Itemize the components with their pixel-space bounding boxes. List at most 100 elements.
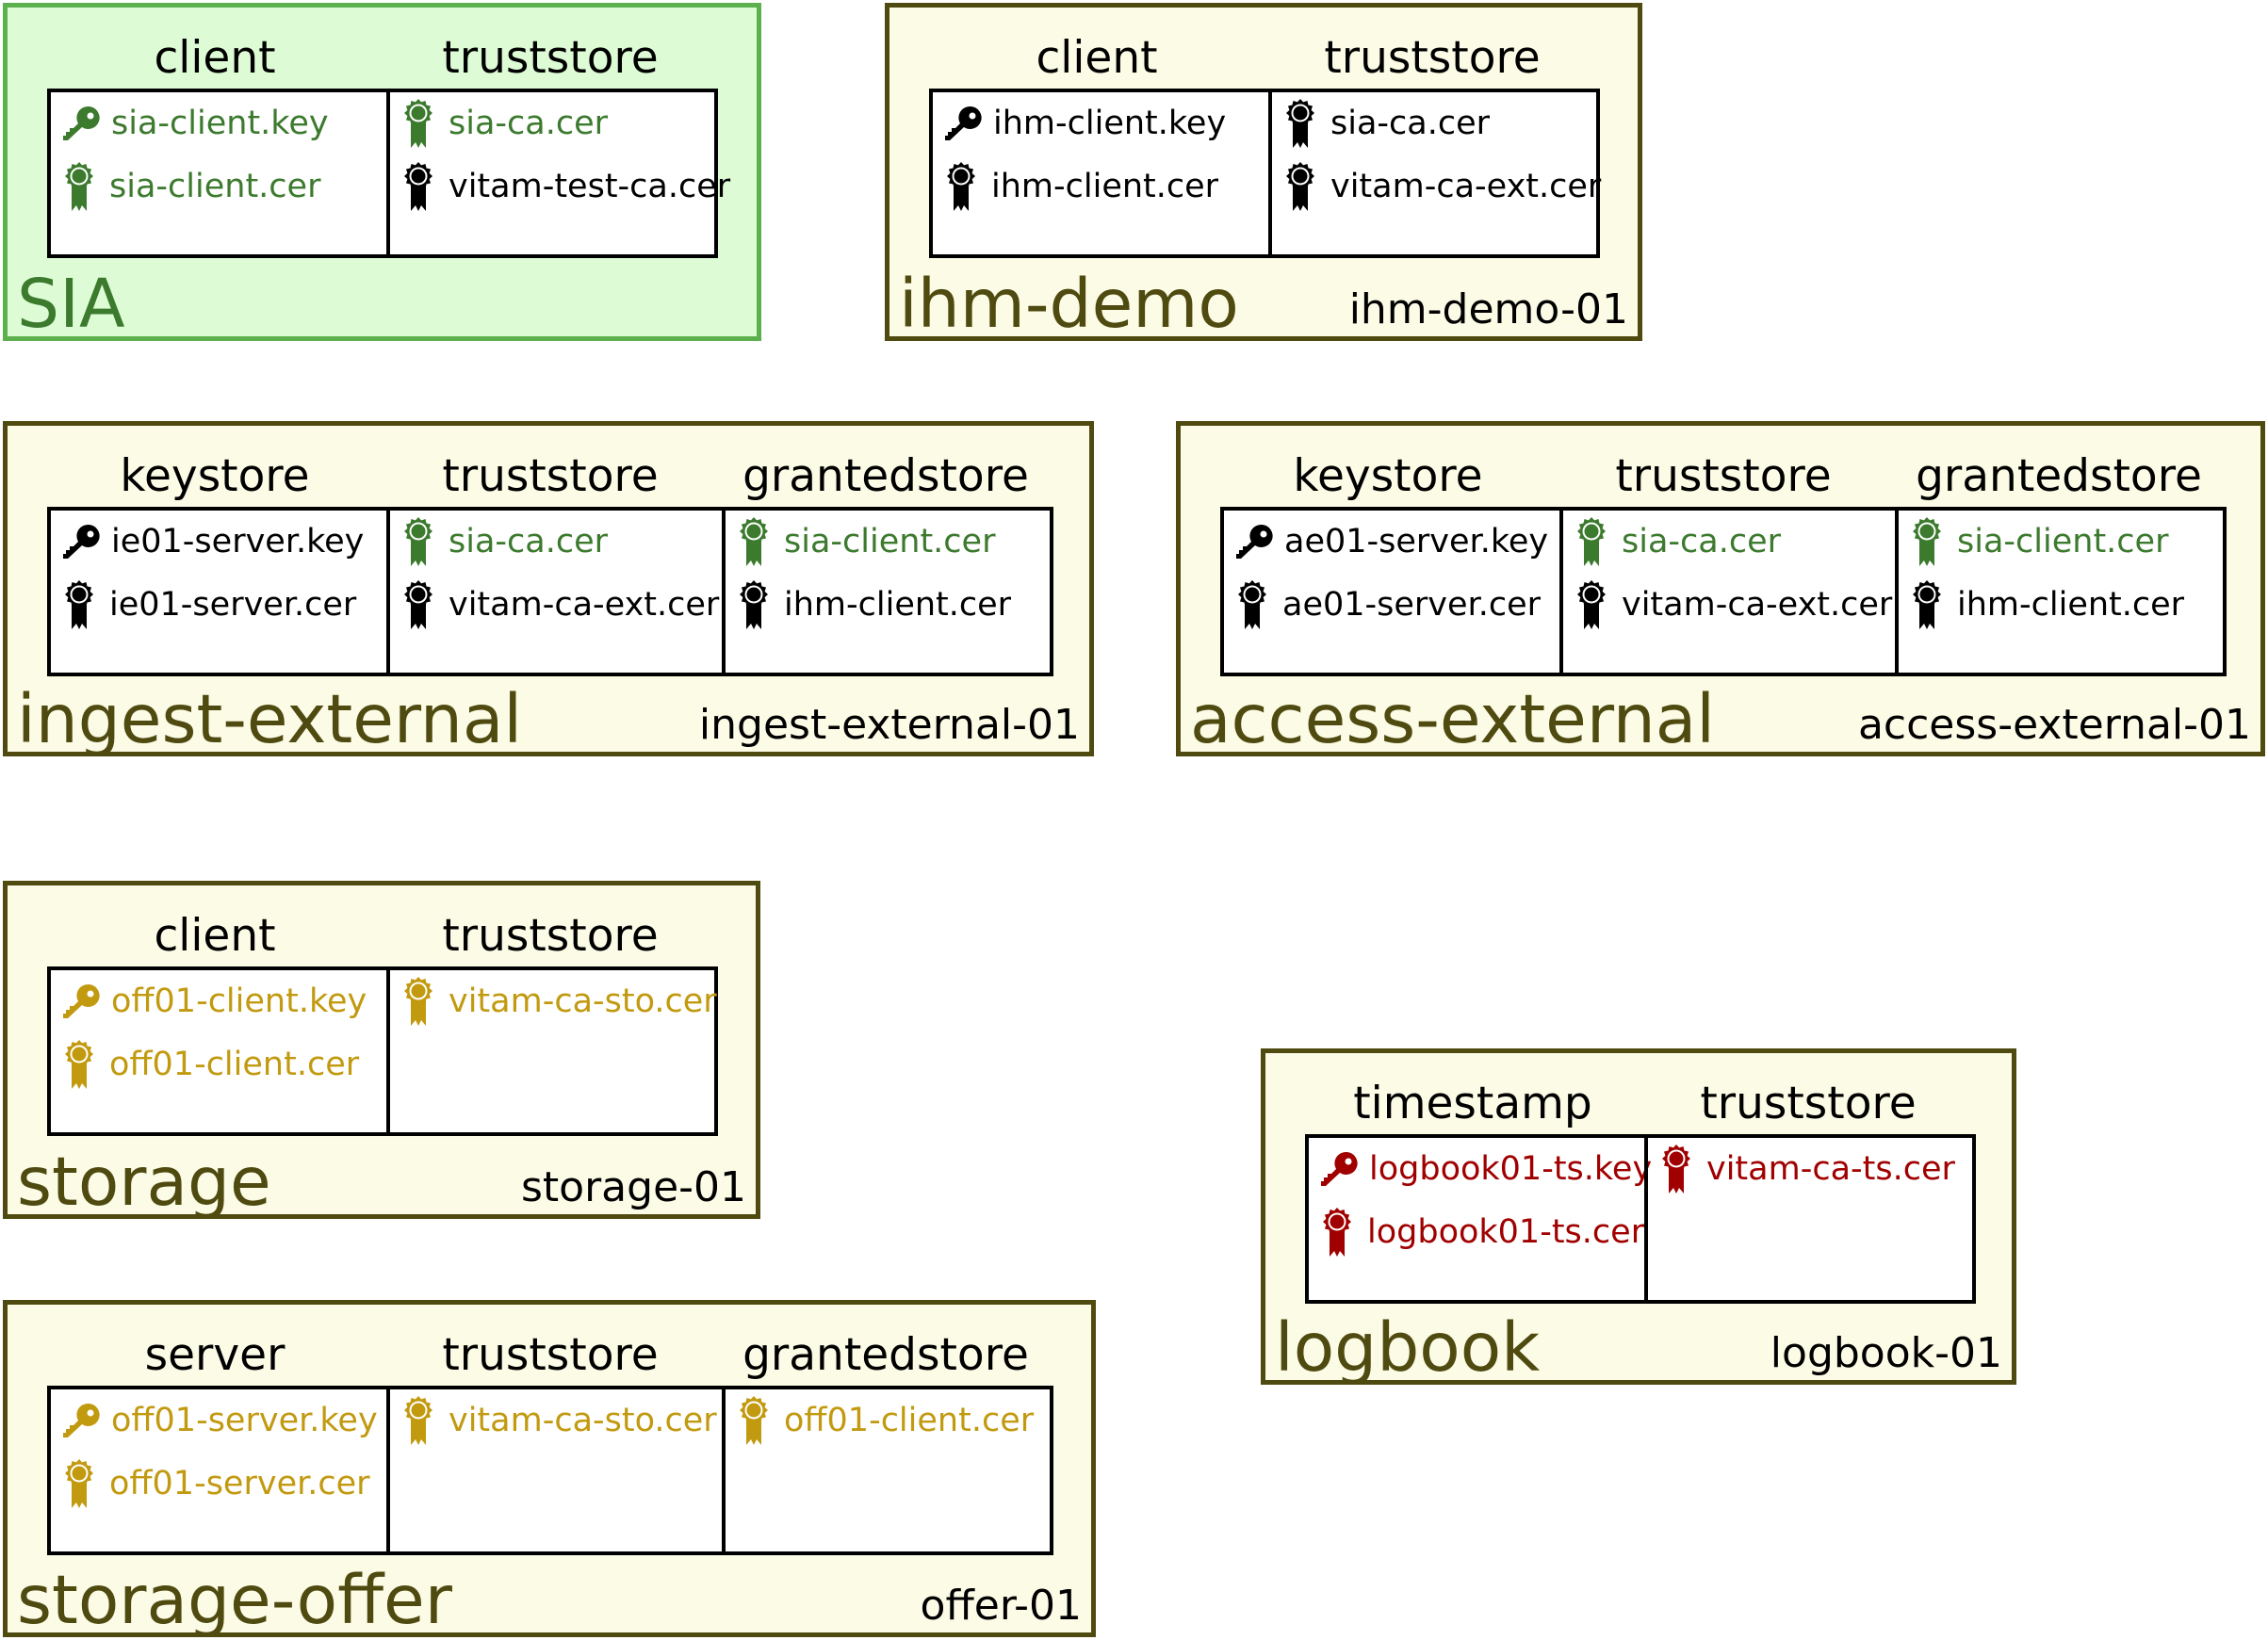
key-icon [60, 105, 111, 142]
certificate-icon [1573, 515, 1622, 568]
file-item: ihm-client.key [942, 95, 1226, 152]
certificate-icon [1233, 578, 1282, 631]
file-item: ihm-client.cer [942, 158, 1218, 215]
file-item: off01-client.key [60, 973, 367, 1030]
panel-name: ihm-demo [899, 265, 1239, 343]
certificate-icon [60, 160, 109, 213]
file-item: off01-server.key [60, 1392, 378, 1449]
certificate-icon [1657, 1143, 1706, 1195]
store-cell: ie01-server.key ie01-server.cer [51, 511, 386, 673]
column-title: truststore [442, 32, 659, 84]
certificate-icon [735, 515, 784, 568]
file-item: vitam-ca-ext.cer [400, 576, 719, 633]
certificate-icon [60, 1457, 109, 1510]
store-cell: off01-server.key off01-server.cer [51, 1389, 386, 1551]
file-item: off01-server.cer [60, 1455, 370, 1512]
column-title: client [154, 910, 276, 962]
column-title: client [1036, 32, 1158, 84]
key-icon [1233, 523, 1284, 560]
certificate-icon [735, 578, 784, 631]
file-name: ie01-server.key [111, 523, 365, 560]
panel-name: storage-offer [17, 1561, 452, 1639]
certificate-icon [400, 515, 449, 568]
file-name: sia-client.key [111, 105, 329, 142]
file-item: off01-client.cer [60, 1036, 359, 1093]
file-name: off01-server.key [111, 1402, 378, 1439]
file-item: sia-client.cer [1908, 513, 2168, 570]
file-name: ihm-client.key [993, 105, 1227, 142]
panel-name: SIA [17, 265, 125, 343]
file-item: sia-client.cer [60, 158, 320, 215]
key-icon [60, 982, 111, 1020]
key-icon [942, 105, 993, 142]
column-title: timestamp [1353, 1078, 1592, 1129]
file-name: sia-client.cer [109, 168, 321, 205]
host-name: storage-01 [520, 1163, 746, 1211]
file-item: vitam-test-ca.cer [400, 158, 730, 215]
file-name: ihm-client.cer [1957, 586, 2185, 624]
file-name: sia-ca.cer [1330, 105, 1491, 142]
file-name: vitam-test-ca.cer [449, 168, 731, 205]
host-name: ihm-demo-01 [1348, 285, 1628, 333]
file-name: ae01-server.cer [1282, 586, 1542, 624]
file-name: sia-ca.cer [1622, 523, 1782, 560]
file-name: vitam-ca-ext.cer [1622, 586, 1893, 624]
store-cell: sia-ca.cer vitam-ca-ext.cer [1559, 511, 1895, 673]
certificate-icon [1908, 515, 1957, 568]
certificate-icon [1281, 97, 1330, 150]
certificate-icon [1573, 578, 1622, 631]
panel-name: access-external [1190, 680, 1716, 758]
file-item: ihm-client.cer [1908, 576, 2184, 633]
key-icon [60, 523, 111, 560]
panel-name: logbook [1275, 1308, 1541, 1387]
file-name: vitam-ca-sto.cer [449, 1402, 717, 1439]
store-cell: off01-client.key off01-client.cer [51, 970, 386, 1132]
store-cell: ihm-client.key ihm-client.cer [933, 92, 1268, 254]
file-item: ie01-server.key [60, 513, 364, 570]
file-name: vitam-ca-ext.cer [449, 586, 720, 624]
store-cell: ae01-server.key ae01-server.cer [1224, 511, 1559, 673]
file-name: off01-client.key [111, 982, 367, 1020]
store-table: ae01-server.key ae01-server.cer sia-ca.cer… [1220, 507, 2227, 676]
certificate-icon [400, 97, 449, 150]
file-item: vitam-ca-ts.cer [1657, 1141, 1955, 1197]
host-name: logbook-01 [1770, 1329, 2002, 1377]
store-cell: vitam-ca-sto.cer [386, 970, 722, 1132]
store-cell: off01-client.cer [722, 1389, 1057, 1551]
certificate-icon [942, 160, 991, 213]
column-title: truststore [442, 1329, 659, 1381]
file-item: sia-client.key [60, 95, 329, 152]
column-title: truststore [442, 910, 659, 962]
file-name: ae01-server.key [1284, 523, 1549, 560]
column-title: grantedstore [742, 450, 1029, 502]
store-table: off01-server.key off01-server.cer vitam-ca… [47, 1386, 1053, 1555]
file-item: sia-ca.cer [1573, 513, 1781, 570]
file-name: off01-client.cer [784, 1402, 1035, 1439]
file-item: ae01-server.key [1233, 513, 1548, 570]
file-name: ie01-server.cer [109, 586, 357, 624]
store-cell: sia-client.key sia-client.cer [51, 92, 386, 254]
certificate-icon [400, 160, 449, 213]
file-name: vitam-ca-sto.cer [449, 982, 717, 1020]
column-title: client [154, 32, 276, 84]
file-name: logbook01-ts.key [1369, 1150, 1653, 1188]
column-title: grantedstore [742, 1329, 1029, 1381]
file-name: sia-ca.cer [449, 105, 609, 142]
certificate-icon [400, 578, 449, 631]
column-title: server [144, 1329, 286, 1381]
file-name: off01-server.cer [109, 1465, 370, 1502]
panel-name: storage [17, 1143, 271, 1221]
host-name: access-external-01 [1857, 701, 2251, 749]
file-name: ihm-client.cer [784, 586, 1012, 624]
store-cell: sia-ca.cer vitam-test-ca.cer [386, 92, 730, 254]
